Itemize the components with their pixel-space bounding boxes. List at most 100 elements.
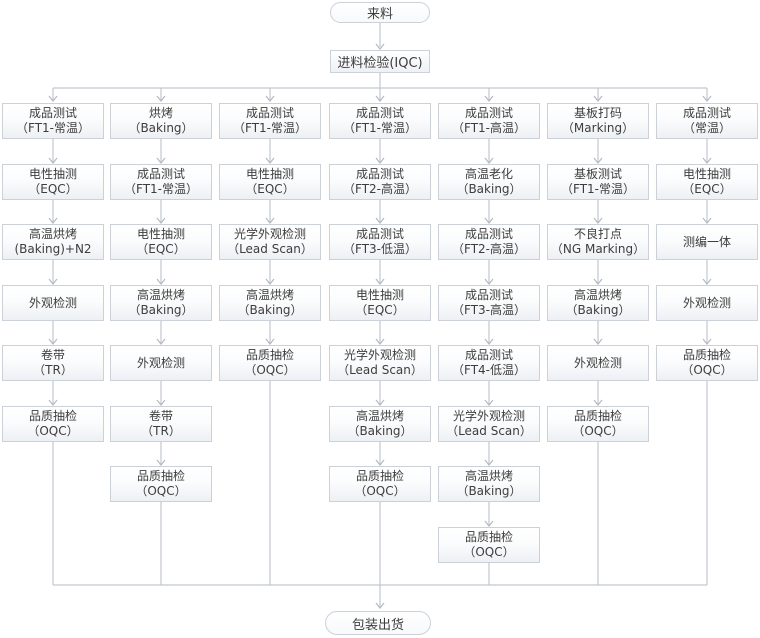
step-line1: 成品测试 — [464, 227, 513, 241]
step-line2: （OQC） — [27, 424, 79, 438]
step-line2: （Baking） — [237, 303, 303, 317]
flow-step-box: 电性抽测（EQC） — [2, 164, 104, 200]
step-line2: （FT1-常温） — [16, 121, 90, 135]
step-line1: 品质抽检 — [136, 469, 185, 483]
flow-step-box: 成品测试（FT2-高温） — [329, 164, 431, 200]
step-line2: （OQC） — [463, 545, 515, 559]
step-line2: （Baking） — [347, 424, 413, 438]
step-line1: 成品测试 — [355, 167, 404, 181]
flow-step-box: 成品测试（FT3-低温） — [329, 224, 431, 260]
step-line1: 成品测试 — [464, 348, 513, 362]
step-line1: 烘烤 — [148, 106, 173, 120]
flow-step-box: 电性抽测（EQC） — [329, 285, 431, 321]
flow-step-box: 外观检测 — [110, 345, 212, 381]
flow-step-box: 光学外观检测（Lead Scan） — [438, 406, 540, 442]
flow-step-box: 品质抽检（OQC） — [656, 345, 758, 381]
flow-step-box: 成品测试（FT2-高温） — [438, 224, 540, 260]
step-line2: （FT3-高温） — [452, 303, 526, 317]
step-line1: 品质抽检 — [245, 348, 294, 362]
step-line2: （FT4-低温） — [452, 363, 526, 377]
step-line1: 成品测试 — [464, 288, 513, 302]
flow-step-box: 卷带（TR） — [110, 406, 212, 442]
step-line1: 高温烘烤 — [573, 288, 622, 302]
step-line2: （Baking） — [565, 303, 631, 317]
flow-step-box: 卷带（TR） — [2, 345, 104, 381]
flow-step-box: 电性抽测（EQC） — [219, 164, 321, 200]
flow-step-box: 成品测试（FT1-常温） — [219, 103, 321, 139]
step-line1: 品质抽检 — [573, 409, 622, 423]
step-line1: 成品测试 — [136, 167, 185, 181]
step-line1: 品质抽检 — [355, 469, 404, 483]
step-line1: 成品测试 — [355, 106, 404, 120]
flow-step-box: 高温烘烤（Baking） — [110, 285, 212, 321]
step-line1: 品质抽检 — [28, 409, 77, 423]
step-line2: （Marking） — [561, 121, 635, 135]
step-line2: （OQC） — [354, 484, 406, 498]
step-line1: 外观检测 — [136, 355, 185, 370]
step-line1: 卷带 — [148, 409, 173, 423]
step-line2: （FT3-低温） — [343, 242, 417, 256]
step-line1: 光学外观检测 — [343, 348, 416, 362]
step-line1: 品质抽检 — [464, 530, 513, 544]
step-line1: 高温烘烤 — [28, 227, 77, 241]
step-line1: 光学外观检测 — [452, 409, 525, 423]
step-line2: （Lead Scan） — [337, 363, 423, 377]
step-line2: （EQC） — [355, 303, 405, 317]
step-line1: 成品测试 — [464, 106, 513, 120]
step-line2: （OQC） — [244, 363, 296, 377]
step-line1: 高温老化 — [464, 167, 513, 181]
flow-step-box: 电性抽测（EQC） — [656, 164, 758, 200]
step-line2: （FT2-高温） — [343, 182, 417, 196]
flow-step-box: 高温烘烤(Baking)+N2 — [2, 224, 104, 260]
step-line1: 测编一体 — [682, 234, 731, 249]
flow-step-box: 不良打点（NG Marking） — [547, 224, 649, 260]
step-line2: （Baking） — [128, 303, 194, 317]
flow-step-box: 成品测试（FT4-低温） — [438, 345, 540, 381]
step-line2: （FT1-常温） — [233, 121, 307, 135]
step-line2: （FT1-常温） — [124, 182, 198, 196]
step-line1: 外观检测 — [28, 295, 77, 310]
step-line1: 成品测试 — [245, 106, 294, 120]
step-line1: 高温烘烤 — [355, 409, 404, 423]
flow-step-box: 外观检测 — [547, 345, 649, 381]
iqc-step-box: 进料检验(IQC) — [330, 50, 430, 73]
flow-step-box: 品质抽检（OQC） — [219, 345, 321, 381]
step-line2: （EQC） — [682, 182, 732, 196]
flow-step-box: 外观检测 — [2, 285, 104, 321]
flow-step-box: 高温烘烤（Baking） — [219, 285, 321, 321]
flow-step-box: 基板测试（FT1-常温） — [547, 164, 649, 200]
flow-step-box: 品质抽检（OQC） — [110, 466, 212, 502]
flow-step-box: 高温烘烤（Baking） — [438, 466, 540, 502]
step-line2: （Lead Scan） — [227, 242, 313, 256]
flow-step-box: 成品测试（FT3-高温） — [438, 285, 540, 321]
step-line1: 电性抽测 — [355, 288, 404, 302]
step-line2: （FT1-高温） — [452, 121, 526, 135]
step-line1: 品质抽检 — [682, 348, 731, 362]
flow-step-box: 品质抽检（OQC） — [329, 466, 431, 502]
flow-step-box: 品质抽检（OQC） — [2, 406, 104, 442]
flow-step-box: 高温烘烤（Baking） — [329, 406, 431, 442]
flow-step-box: 成品测试（FT1-高温） — [438, 103, 540, 139]
step-line1: 卷带 — [40, 348, 65, 362]
step-line2: （EQC） — [136, 242, 186, 256]
flow-step-box: 成品测试（FT1-常温） — [329, 103, 431, 139]
step-line1: 高温烘烤 — [136, 288, 185, 302]
step-line2: (Baking)+N2 — [14, 242, 92, 256]
flow-step-box: 基板打码（Marking） — [547, 103, 649, 139]
flow-step-box: 外观检测 — [656, 285, 758, 321]
flow-step-box: 品质抽检（OQC） — [547, 406, 649, 442]
step-line1: 光学外观检测 — [233, 227, 306, 241]
step-line2: （OQC） — [135, 484, 187, 498]
flow-step-box: 成品测试（FT1-常温） — [2, 103, 104, 139]
step-line2: （Baking） — [456, 484, 522, 498]
step-line1: 外观检测 — [682, 295, 731, 310]
step-line1: 成品测试 — [355, 227, 404, 241]
step-line1: 高温烘烤 — [245, 288, 294, 302]
step-line1: 电性抽测 — [28, 167, 77, 181]
step-line1: 电性抽测 — [136, 227, 185, 241]
flow-step-box: 成品测试（常温） — [656, 103, 758, 139]
step-line1: 不良打点 — [573, 227, 622, 241]
flow-step-box: 品质抽检（OQC） — [438, 527, 540, 563]
